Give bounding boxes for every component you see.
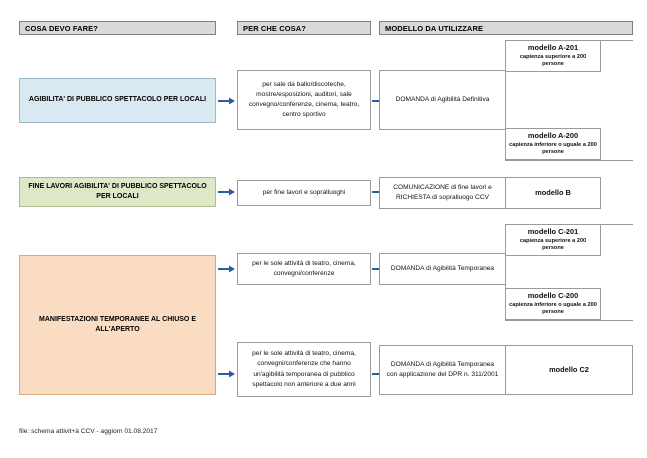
model-subtitle: capienza superiore a 200 persone	[519, 237, 587, 252]
reason-box-row2: per fine lavori e sopralluoghi	[237, 180, 371, 206]
reason-box-row3a: per le sole attività di teatro, cinema, …	[237, 253, 371, 285]
model-request-label: DOMANDA di Agibilità Temporanea con appl…	[386, 360, 499, 378]
model-box-a-201: modello A-201 capienza superiore a 200 p…	[505, 40, 601, 72]
header-label: PER CHE COSA?	[243, 23, 306, 33]
header-per-che-cosa: PER CHE COSA?	[237, 21, 371, 35]
category-label: MANIFESTAZIONI TEMPORANEE AL CHIUSO E AL…	[39, 315, 196, 333]
grid-divider-row1	[505, 40, 506, 160]
model-request-label: DOMANDA di Agibilità Temporanea	[390, 264, 495, 272]
grid-divider-row3a	[505, 224, 506, 320]
model-subtitle: capienza inferiore o uguale a 200 person…	[509, 301, 597, 316]
model-box-c2: modello C2	[505, 345, 633, 395]
model-subtitle: capienza inferiore o uguale a 200 person…	[509, 141, 597, 156]
footer-filename: file: schema attivit+à CCV - aggiorn 01.…	[19, 428, 157, 435]
model-request-label: COMUNICAZIONE di fine lavori e RICHIESTA…	[393, 183, 492, 201]
arrow-row3a-category-to-reason	[218, 265, 236, 273]
arrow-row2-category-to-reason	[218, 188, 236, 196]
category-box-agibilita-locali: AGIBILITA' DI PUBBLICO SPETTACOLO PER LO…	[19, 78, 216, 123]
header-modello-da-utilizzare: MODELLO DA UTILIZZARE	[379, 21, 633, 35]
category-box-fine-lavori: FINE LAVORI AGIBILITA' DI PUBBLICO SPETT…	[19, 177, 216, 207]
model-title: modello C-200	[527, 291, 579, 301]
model-title: modello B	[535, 188, 571, 198]
arrow-row1-category-to-reason	[218, 97, 236, 105]
grid-bottom-line-row1	[505, 160, 633, 161]
header-label: COSA DEVO FARE?	[25, 23, 98, 33]
model-request-box-row3b: DOMANDA di Agibilità Temporanea con appl…	[379, 345, 506, 395]
category-label: FINE LAVORI AGIBILITA' DI PUBBLICO SPETT…	[28, 182, 207, 200]
reason-label: per fine lavori e sopralluoghi	[262, 188, 346, 196]
reason-label: per le sole attività di teatro, cinema, …	[252, 259, 356, 277]
model-title: modello C2	[549, 365, 589, 375]
model-request-box-row1: DOMANDA di Agibilità Definitiva	[379, 70, 506, 130]
model-title: modello A-200	[527, 131, 579, 141]
model-request-box-row2: COMUNICAZIONE di fine lavori e RICHIESTA…	[379, 177, 506, 209]
reason-label: per sale da ballo/discoteche, mostre/esp…	[248, 80, 360, 119]
model-box-c-200: modello C-200 capienza inferiore o ugual…	[505, 288, 601, 320]
arrow-row3b-category-to-reason	[218, 370, 236, 378]
model-request-label: DOMANDA di Agibilità Definitiva	[395, 95, 490, 103]
category-box-manifestazioni-temporanee: MANIFESTAZIONI TEMPORANEE AL CHIUSO E AL…	[19, 255, 216, 395]
model-box-c-201: modello C-201 capienza superiore a 200 p…	[505, 224, 601, 256]
reason-box-row3b: per le sole attività di teatro, cinema, …	[237, 342, 371, 397]
category-label: AGIBILITA' DI PUBBLICO SPETTACOLO PER LO…	[28, 96, 207, 104]
reason-box-row1: per sale da ballo/discoteche, mostre/esp…	[237, 70, 371, 130]
model-title: modello A-201	[527, 43, 579, 53]
grid-bottom-line-row3a	[505, 320, 633, 321]
model-subtitle: capienza superiore a 200 persone	[519, 53, 587, 68]
footer-label: file: schema attivit+à CCV - aggiorn 01.…	[19, 428, 158, 435]
reason-label: per le sole attività di teatro, cinema, …	[252, 350, 356, 388]
model-box-b: modello B	[505, 177, 601, 209]
header-cosa-devo-fare: COSA DEVO FARE?	[19, 21, 216, 35]
model-title: modello C-201	[527, 227, 579, 237]
header-label: MODELLO DA UTILIZZARE	[385, 23, 484, 33]
model-box-a-200: modello A-200 capienza inferiore o ugual…	[505, 128, 601, 160]
model-request-box-row3a: DOMANDA di Agibilità Temporanea	[379, 253, 506, 285]
